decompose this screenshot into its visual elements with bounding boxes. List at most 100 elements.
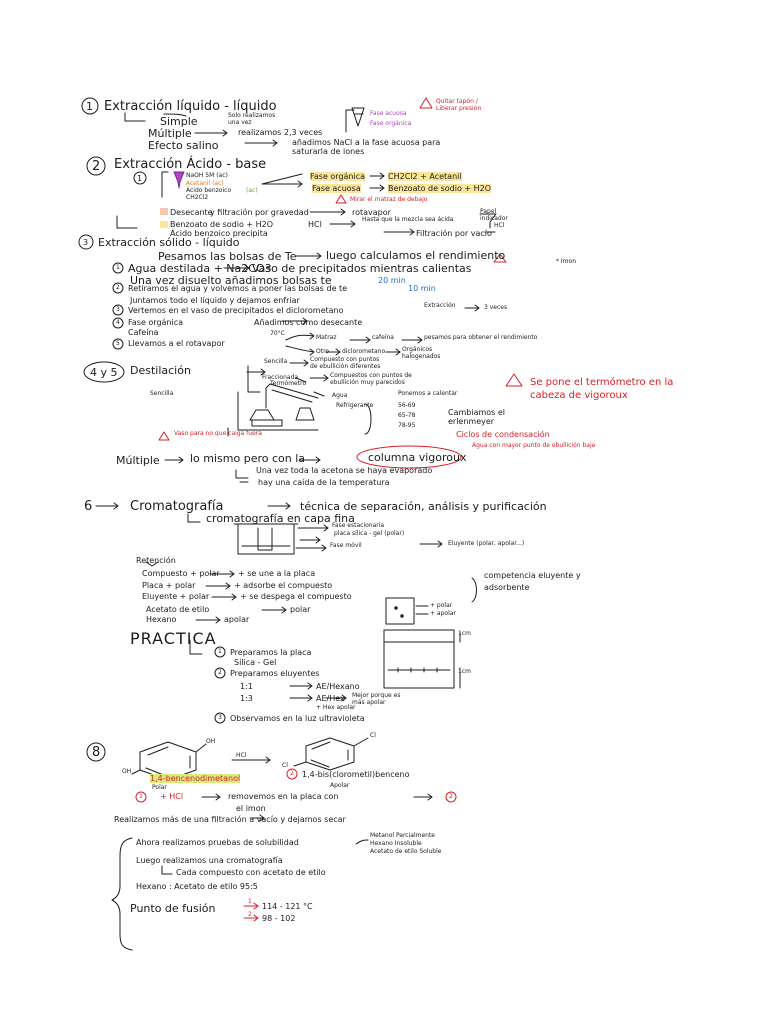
- s6-mas-polar: + polar: [430, 602, 453, 609]
- s3-l5: Juntamos todo el líquido y dejamos enfri…: [130, 296, 300, 305]
- s3-t10: 10 min: [408, 284, 436, 293]
- bottom-sol1: Metanol Parcialmente: [370, 832, 435, 839]
- s2-hcl: HCl: [308, 220, 322, 229]
- s6-cc: cromatografía en capa fina: [206, 512, 355, 525]
- s45-agua: Agua: [332, 392, 348, 399]
- s1-fig-bottom: Fase orgánica: [370, 120, 412, 127]
- bottom-b4: Hexano : Acetato de etilo 95:5: [136, 882, 258, 891]
- s8-c2num: 2: [290, 770, 294, 777]
- practica-n3: 3: [218, 714, 222, 721]
- s2-left1: NaOH 5M (ac): [186, 172, 228, 179]
- s8-imon: el imon: [236, 804, 266, 813]
- s3-m2c: Orgánicos halogenados: [402, 346, 441, 360]
- s45-l3: hay una caída de la temperatura: [258, 478, 390, 487]
- s2-number: 2: [92, 159, 101, 174]
- bottom-f1v: 114 - 121 °C: [262, 902, 313, 911]
- s3-l2: Agua destilada + Na2CO3: [128, 262, 272, 275]
- warning-triangle-icon: [419, 97, 433, 109]
- s3-m2b: diclorometano: [342, 348, 386, 355]
- s45-r3: 78-95: [398, 422, 416, 429]
- columna-vigoroux-circle: [356, 445, 462, 469]
- s2-desecante-rest: y filtración por gravedad: [210, 208, 309, 217]
- s2-org-res: CH2Cl2 + Acetanil: [388, 172, 462, 181]
- s3-l7c: Añadimos como desecante: [254, 318, 363, 327]
- s8-hcl: HCl: [236, 752, 247, 759]
- bottom-f2v: 98 - 102: [262, 914, 296, 923]
- s1-fig-top: Fase acuosa: [370, 110, 407, 117]
- s3-n2: 2: [116, 284, 120, 291]
- practica-p2c: 1:3: [240, 694, 253, 703]
- bottom-b2: Luego realizamos una cromatografía: [136, 856, 283, 865]
- s2-left2: Acetanil (ac): [186, 180, 224, 187]
- s3-m1b: cafeína: [372, 334, 394, 341]
- s8-oh1: OH: [206, 738, 216, 745]
- s45-number: 4 y 5: [90, 366, 118, 379]
- s45-termometro: Termómetro: [270, 380, 307, 387]
- s45-ponemos: Ponemos a calentar: [398, 390, 458, 397]
- bottom-f2: 2: [248, 911, 252, 918]
- practica-p2: Preparamos eluyentes: [230, 669, 320, 678]
- s3-l7b: Cafeína: [128, 328, 159, 337]
- practica-cm2: 1cm: [458, 668, 471, 675]
- s45-l2: Una vez toda la acetona se haya evaporad…: [256, 466, 433, 475]
- s6-r1: Compuesto + polar: [142, 569, 220, 578]
- practica-p2b: AE/Hexano: [316, 682, 360, 691]
- s8-cl1: Cl: [370, 732, 376, 739]
- s6-hexano: Hexano: [146, 615, 177, 624]
- s2-yellow-marker: [160, 221, 168, 228]
- s2-papel: Papel indicador: [480, 208, 508, 222]
- s6-fase-movil: Fase móvil: [330, 542, 362, 549]
- s45-multiple: Múltiple: [116, 454, 160, 467]
- s6-r3b: + se despega el compuesto: [240, 592, 352, 601]
- s1-salino: Efecto salino: [148, 139, 219, 152]
- s3-m1: Matraz: [316, 334, 337, 341]
- s2-warn: Mirar el matraz de debajo: [350, 196, 428, 203]
- s2-aq-res: Benzoato de sodio + H2O: [388, 184, 492, 193]
- s8-final: Realizamos más de una filtración a vacío…: [114, 815, 346, 824]
- s6-r1b: + se une a la placa: [238, 569, 316, 578]
- separatory-funnel-icon: [351, 107, 365, 127]
- s3-imon: * Imon: [556, 258, 576, 265]
- s45-fraccionada: Fraccionada: [262, 374, 299, 381]
- section-2-circle: [86, 156, 106, 176]
- s2-left4: CH2Cl2: [186, 194, 209, 201]
- s3-l4: Retiramos el agua y volvemos a poner las…: [128, 284, 348, 293]
- practica-n2: 2: [218, 669, 222, 676]
- s6-comp: competencia eluyente y adsorbente: [484, 571, 581, 592]
- s1-simple: Simple: [160, 115, 198, 128]
- benzene-1-icon: [131, 741, 207, 781]
- practica-p2f: Mejor porque es más apolar: [352, 692, 401, 706]
- s8-compound1: 1,4-bencenodimetanol: [150, 774, 241, 783]
- s6-placa: placa sílica - gel (polar): [334, 530, 405, 537]
- s3-t20: 20 min: [378, 276, 406, 285]
- s3-m1c: pesamos para obtener el rendimiento: [424, 334, 538, 341]
- s3-l2b: Vaso de precipitados mientras calientas: [252, 262, 472, 275]
- s8-cl2: Cl: [282, 762, 288, 769]
- bottom-sol2: Hexano Insoluble: [370, 840, 422, 847]
- s2-rotavapor: rotavapor: [352, 208, 391, 217]
- s8-plus-hcl: + HCl: [160, 792, 184, 801]
- s3-l6b: Extracción: [424, 302, 456, 309]
- s8-compound2: 1,4-bis(clorometil)benceno: [302, 770, 410, 779]
- bottom-sol3: Acetato de etilo Soluble: [370, 848, 442, 855]
- s8-polar: Polar: [152, 784, 167, 791]
- s6-title: Cromatografía: [130, 499, 224, 514]
- s6-eluyente: Eluyente (polar, apolar...): [448, 540, 525, 547]
- s3-l8: Llevamos a el rotavapor: [128, 339, 225, 348]
- s1-warning: Quitar tapón / Liberar presión: [436, 98, 482, 112]
- s45-r2: 65-78: [398, 412, 416, 419]
- s3-title: Extracción sólido - líquido: [98, 236, 240, 249]
- s6-number: 6: [84, 499, 93, 514]
- s6-acetato: Acetato de etilo: [146, 605, 210, 614]
- s3-t70: 70°C: [270, 330, 285, 337]
- s8-apolar: Apolar: [330, 782, 350, 789]
- s2-left3: Ácido benzoico: [186, 187, 232, 194]
- s6-r2: Placa + polar: [142, 581, 196, 590]
- practica-p3: Observamos en la luz ultravioleta: [230, 714, 365, 723]
- s8-number: 8: [92, 745, 101, 760]
- practica-p1: Preparamos la placa: [230, 648, 312, 657]
- s2-acido: Ácido benzoico precipita: [170, 229, 268, 238]
- s45-sencilla-b: Compuesto con puntos de ebullición difer…: [310, 356, 381, 370]
- s3-n1: 1: [116, 264, 120, 271]
